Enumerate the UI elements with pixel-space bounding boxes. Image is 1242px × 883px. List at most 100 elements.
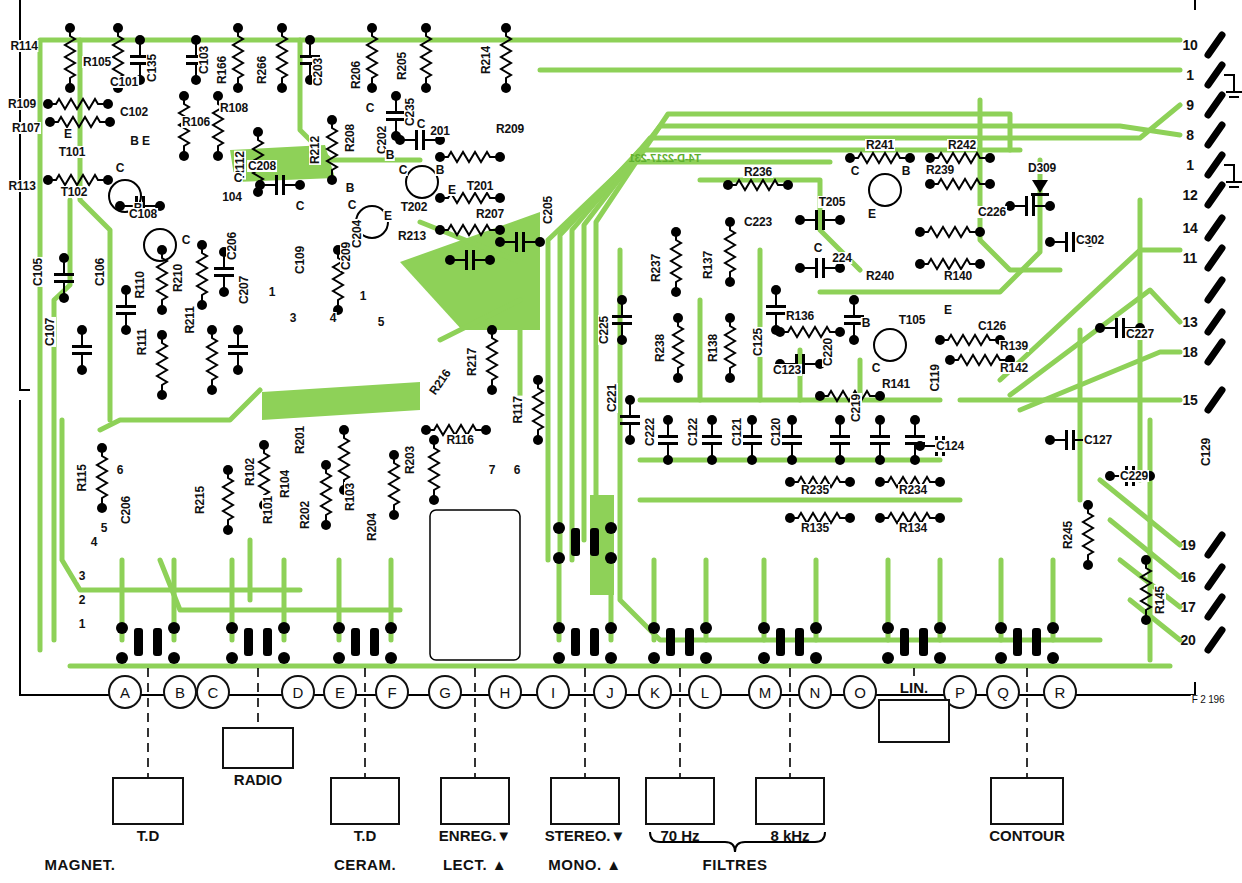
switch-letter: A (120, 685, 130, 700)
switch-letter-circle: H (488, 675, 522, 709)
switch-letter-circle: D (281, 675, 315, 709)
component-label: E (383, 210, 393, 222)
component-label: R142 (999, 362, 1029, 374)
component-label: R216 (427, 366, 454, 397)
component-label: R209 (495, 123, 525, 135)
component-label: C207 (238, 275, 250, 305)
figure-number: F 2 196 (1191, 695, 1226, 705)
component-label: B (901, 165, 911, 177)
component-label: C (398, 164, 408, 176)
button-body (222, 727, 294, 769)
switch-letter-circle: K (638, 675, 672, 709)
component-label: 104 (221, 191, 242, 203)
component-label: R115 (76, 463, 88, 492)
component-label: C109 (294, 245, 306, 275)
component-label: R242 (947, 139, 977, 151)
push-button: ENREG.▼ (440, 777, 510, 848)
component-label: R135 (800, 522, 830, 534)
switch-letter-circle: N (798, 675, 832, 709)
switch-letter: I (551, 685, 555, 700)
component-label: C120 (770, 417, 782, 447)
component-label: R145 (1154, 585, 1166, 615)
component-label: 2 (78, 594, 86, 606)
component-label: R109 (7, 98, 37, 110)
pin-number: 12 (1181, 188, 1198, 202)
switch-function-label: LECT. ▲ (442, 857, 508, 872)
component-label: R101 (262, 495, 274, 525)
component-label: 1 (268, 286, 276, 298)
switch-letter-circle: L (688, 675, 722, 709)
pin-number: 9 (1185, 98, 1195, 112)
pin-number: 17 (1179, 600, 1196, 614)
component-label: R236 (743, 166, 773, 178)
component-label: C124 (935, 440, 965, 452)
switch-letter: F (387, 685, 396, 700)
switch-letter: L (701, 685, 709, 700)
component-label: 3 (289, 312, 297, 324)
component-label: R117 (512, 395, 524, 424)
button-label: STEREO.▼ (545, 828, 626, 845)
component-label: C (295, 200, 305, 212)
push-button: T.D (330, 777, 400, 848)
component-label: R239 (925, 164, 955, 176)
board-reference: T4-D-2217-231 (628, 153, 702, 164)
component-label: 6 (116, 464, 124, 476)
switch-letter-circle: J (593, 675, 627, 709)
component-label: 1 (78, 618, 86, 630)
component-label: 5 (377, 316, 385, 328)
switch-letter: Q (997, 685, 1009, 700)
component-label: R113 (7, 180, 36, 192)
component-label: R107 (11, 122, 41, 134)
component-label: R141 (881, 378, 911, 390)
component-label: C125 (752, 327, 764, 357)
pin-number: 8 (1185, 128, 1195, 142)
switch-letter-circle: G (428, 675, 462, 709)
component-label: R214 (480, 45, 492, 75)
component-label: R215 (194, 485, 206, 515)
component-label: R235 (800, 484, 830, 496)
component-label: R207 (475, 208, 505, 220)
switch-letter-circle: F (375, 675, 409, 709)
component-label: B (861, 317, 871, 329)
component-label: C223 (743, 216, 773, 228)
component-label: 224 (831, 252, 852, 264)
button-body (990, 777, 1064, 825)
component-label: R134 (898, 522, 928, 534)
switch-letter-circle: B (163, 675, 197, 709)
component-label: C135 (146, 53, 158, 83)
switch-letter-circle: E (323, 675, 357, 709)
component-label: C302 (1075, 234, 1105, 246)
push-button: RADIO (222, 727, 294, 792)
component-label: R211 (184, 305, 196, 334)
component-label: R201 (294, 425, 306, 455)
button-label: CONTOUR (989, 828, 1065, 845)
push-button: T.D (112, 777, 184, 848)
component-label: C127 (1083, 434, 1113, 446)
component-label: C225 (598, 315, 610, 345)
component-label: C (181, 234, 191, 246)
component-label: R105 (82, 56, 112, 68)
component-label: C (233, 172, 243, 184)
button-body (878, 699, 950, 743)
pin-number: 20 (1179, 633, 1196, 647)
component-label: C (365, 102, 375, 114)
switch-letter-circle: A (108, 675, 142, 709)
push-button: 8 kHz (755, 777, 825, 848)
component-label: E (943, 304, 953, 316)
component-label: R245 (1062, 520, 1074, 550)
component-label: R106 (181, 116, 211, 128)
component-label: R206 (350, 60, 362, 90)
switch-letter-circle: Q (986, 675, 1020, 709)
pin-number: 13 (1181, 315, 1198, 329)
component-label: R138 (707, 333, 719, 363)
pin-number: 1 (1185, 158, 1195, 172)
pin-number: 11 (1182, 251, 1198, 265)
component-label: C205 (542, 195, 554, 225)
pin-number: 14 (1181, 221, 1198, 235)
pin-number: 15 (1181, 393, 1198, 407)
component-label: C122 (687, 417, 699, 447)
pin-number: 19 (1179, 538, 1196, 552)
component-label: B E (129, 135, 150, 147)
